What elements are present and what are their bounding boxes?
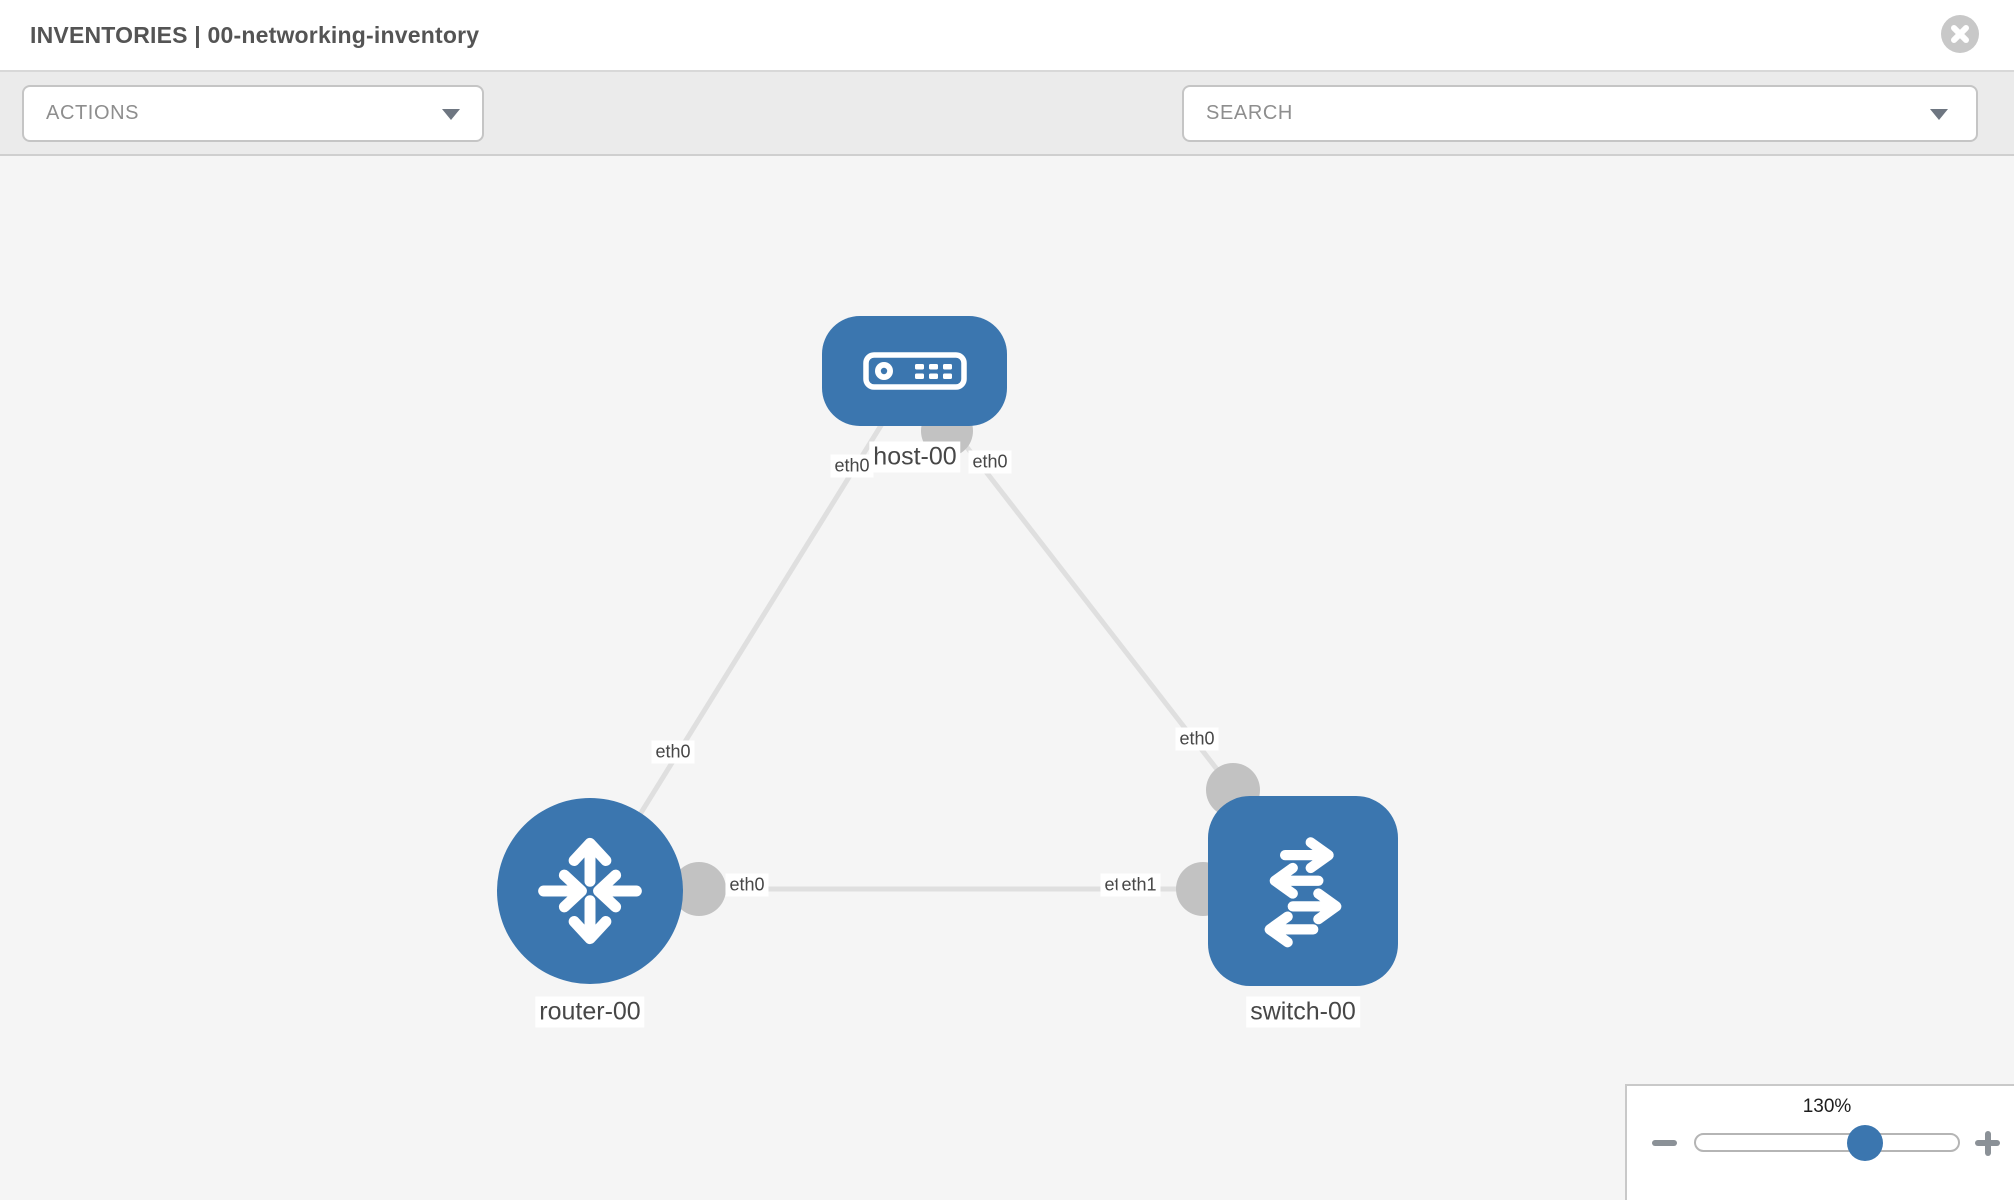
zoom-in-button[interactable] xyxy=(1975,1130,2000,1156)
connector-router-eth0 xyxy=(672,862,726,916)
switch-arrows-icon xyxy=(1264,837,1342,948)
zoom-slider-handle[interactable] xyxy=(1847,1125,1883,1161)
eth-label-host-router-host-end: eth0 xyxy=(830,454,874,478)
zoom-control-panel: 130% xyxy=(1625,1084,2014,1200)
close-button[interactable] xyxy=(1941,15,1979,53)
node-label-router-00: router-00 xyxy=(535,996,645,1028)
node-label-host-00: host-00 xyxy=(869,441,961,473)
search-dropdown-label: SEARCH xyxy=(1206,102,1293,124)
node-switch-00[interactable] xyxy=(1208,796,1398,986)
topology-canvas[interactable]: eth0 eth0 eth0 eth0 eth0 eth0 eth1 host-… xyxy=(0,156,2014,1200)
actions-dropdown[interactable]: ACTIONS xyxy=(22,85,484,142)
eth-label-host-switch-host-end: eth0 xyxy=(968,450,1012,474)
zoom-level-value: 130% xyxy=(1802,1096,1852,1117)
router-arrows-icon xyxy=(538,837,642,945)
link-host-router xyxy=(597,417,888,881)
eth-label-host-router-router-end: eth0 xyxy=(651,740,695,764)
toolbar: ACTIONS SEARCH xyxy=(0,72,2014,205)
chevron-down-icon xyxy=(1930,108,1948,120)
close-icon xyxy=(1951,25,1969,43)
zoom-slider-track[interactable] xyxy=(1694,1133,1960,1152)
eth-label-host-switch-switch-end: eth0 xyxy=(1175,727,1219,751)
actions-dropdown-label: ACTIONS xyxy=(46,102,140,124)
node-router-00[interactable] xyxy=(497,798,683,984)
zoom-out-button[interactable] xyxy=(1652,1140,1677,1146)
search-dropdown[interactable]: SEARCH xyxy=(1182,85,1978,142)
links-layer xyxy=(597,405,1260,916)
chevron-down-icon xyxy=(442,108,460,120)
page-title: INVENTORIES | 00-networking-inventory xyxy=(30,22,480,48)
node-label-switch-00: switch-00 xyxy=(1246,996,1360,1028)
header: INVENTORIES | 00-networking-inventory xyxy=(0,0,2014,72)
node-host-00[interactable] xyxy=(822,316,1007,426)
eth-label-router-switch-router-end: eth0 xyxy=(725,873,769,897)
eth-label-router-switch-switch-end: eth1 xyxy=(1117,873,1161,897)
host-device-icon xyxy=(862,352,967,390)
